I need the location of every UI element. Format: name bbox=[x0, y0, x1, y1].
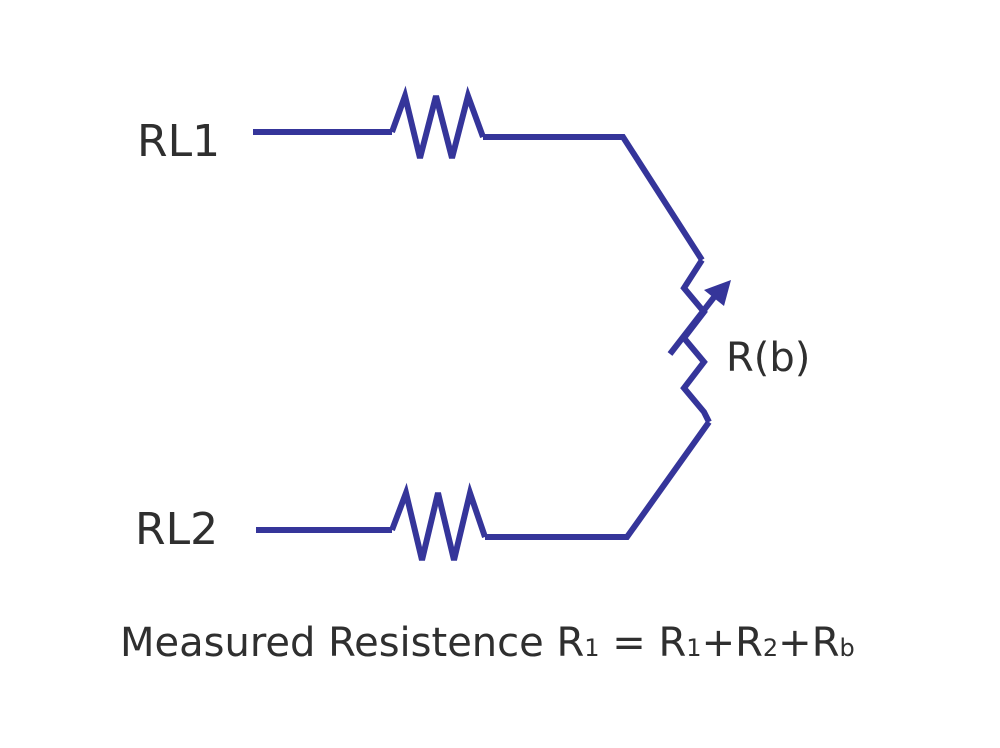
rb-resistor bbox=[680, 258, 712, 424]
rl1-label: RL1 bbox=[137, 116, 221, 167]
rb-arrow-shaft bbox=[667, 290, 721, 356]
bottom-wire-from-corner bbox=[485, 420, 712, 540]
formula-r2-sub: 2 bbox=[762, 634, 779, 662]
rl1-resistor bbox=[389, 85, 486, 159]
rl2-resistor bbox=[389, 482, 488, 561]
top-wire-to-corner bbox=[483, 134, 705, 262]
formula-r1-sub: 1 bbox=[686, 634, 702, 662]
formula-prefix: Measured Resistence R bbox=[120, 620, 585, 666]
formula-plus1: +R bbox=[701, 620, 763, 666]
formula-eq: = R bbox=[599, 620, 687, 666]
rb-arrow-head bbox=[704, 280, 731, 306]
rl2-label: RL2 bbox=[135, 504, 219, 555]
formula-rb-sub: b bbox=[839, 634, 855, 662]
rb-label: R(b) bbox=[726, 335, 811, 381]
formula-r-sub: 1 bbox=[584, 634, 600, 662]
formula-caption: Measured Resistence R1 = R1+R2+Rb bbox=[120, 620, 855, 666]
formula-plus2: +R bbox=[778, 620, 840, 666]
